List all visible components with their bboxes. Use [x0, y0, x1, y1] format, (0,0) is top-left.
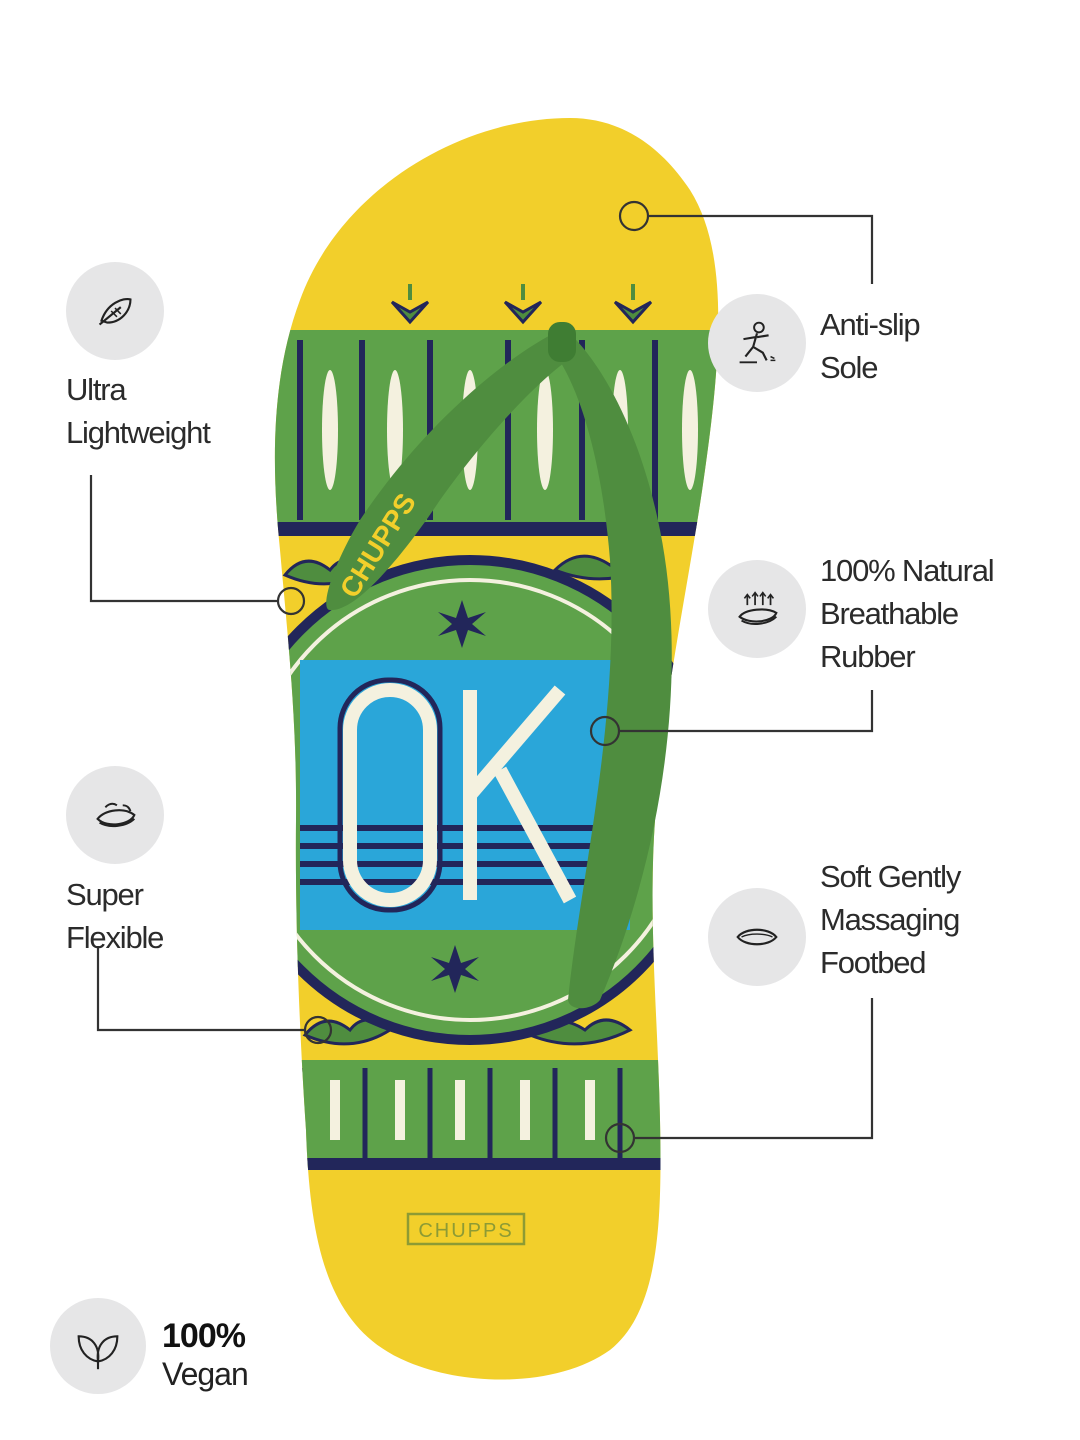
cushion-icon	[736, 928, 778, 946]
feature-line: Ultra	[66, 372, 127, 407]
strap: CHUPPS	[326, 322, 672, 1009]
footbed-badge	[708, 888, 806, 986]
feature-line: Breathable	[820, 596, 959, 631]
vegan-word: Vegan	[162, 1356, 249, 1392]
feature-line: Anti-slip	[820, 307, 921, 342]
vegan-label: 100% Vegan	[162, 1317, 249, 1394]
heel-logo-box	[406, 1212, 526, 1246]
feature-label-footbed: Soft Gently Massaging Footbed	[820, 855, 961, 984]
feature-label-flexible: Super Flexible	[66, 873, 164, 959]
flex-sole-icon	[96, 802, 136, 828]
breathable-sole-icon	[738, 591, 778, 625]
feature-line: 100% Natural	[820, 553, 995, 588]
feature-line: Footbed	[820, 945, 927, 980]
feature-label-lightweight: Ultra Lightweight	[66, 368, 211, 454]
slipping-person-icon	[739, 321, 776, 364]
feature-line: Sole	[820, 350, 878, 385]
leaves-icon	[77, 1335, 119, 1370]
feature-line: Super	[66, 877, 144, 912]
breathable-badge	[708, 560, 806, 658]
feather-icon	[98, 297, 132, 326]
feature-line: Lightweight	[66, 415, 211, 450]
lightweight-badge	[66, 262, 164, 360]
vegan-badge	[50, 1298, 146, 1394]
flexible-badge	[66, 766, 164, 864]
feature-label-anti-slip: Anti-slip Sole	[820, 303, 921, 389]
vegan-percent: 100%	[162, 1317, 246, 1355]
anti-slip-badge	[708, 294, 806, 392]
heel-logo: CHUPPS	[418, 1220, 513, 1242]
feature-line: Soft Gently	[820, 859, 961, 894]
feature-line: Rubber	[820, 639, 916, 674]
feature-line: Flexible	[66, 920, 164, 955]
feature-label-breathable: 100% Natural Breathable Rubber	[820, 549, 995, 678]
feature-line: Massaging	[820, 902, 960, 937]
